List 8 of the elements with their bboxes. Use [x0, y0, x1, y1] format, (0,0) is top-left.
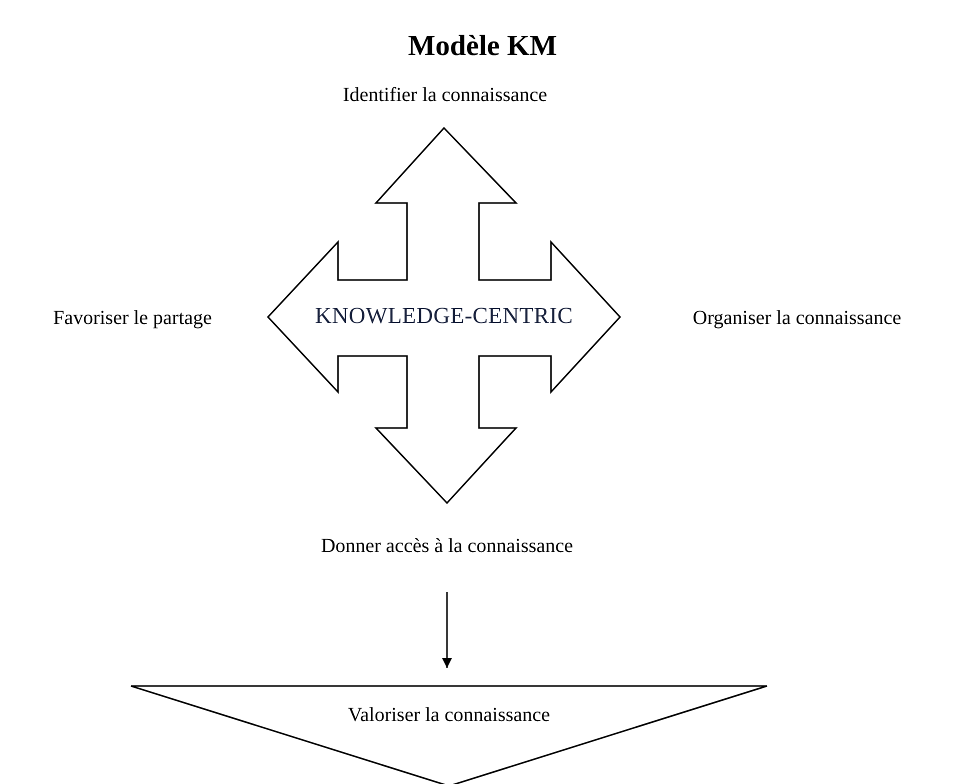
shape-label: Valoriser la connaissance [348, 703, 550, 728]
diagram-title: Modèle KM [407, 30, 558, 63]
step-label: Donner accès à la connaissance [320, 534, 574, 559]
step-label: Organiser la connaissance [692, 306, 902, 331]
step-label: Identifier la connaissance [342, 83, 548, 108]
step-label: Favoriser le partage [53, 306, 212, 331]
arrow [442, 592, 452, 668]
shape-label: KNOWLEDGE-CENTRIC [314, 302, 574, 330]
